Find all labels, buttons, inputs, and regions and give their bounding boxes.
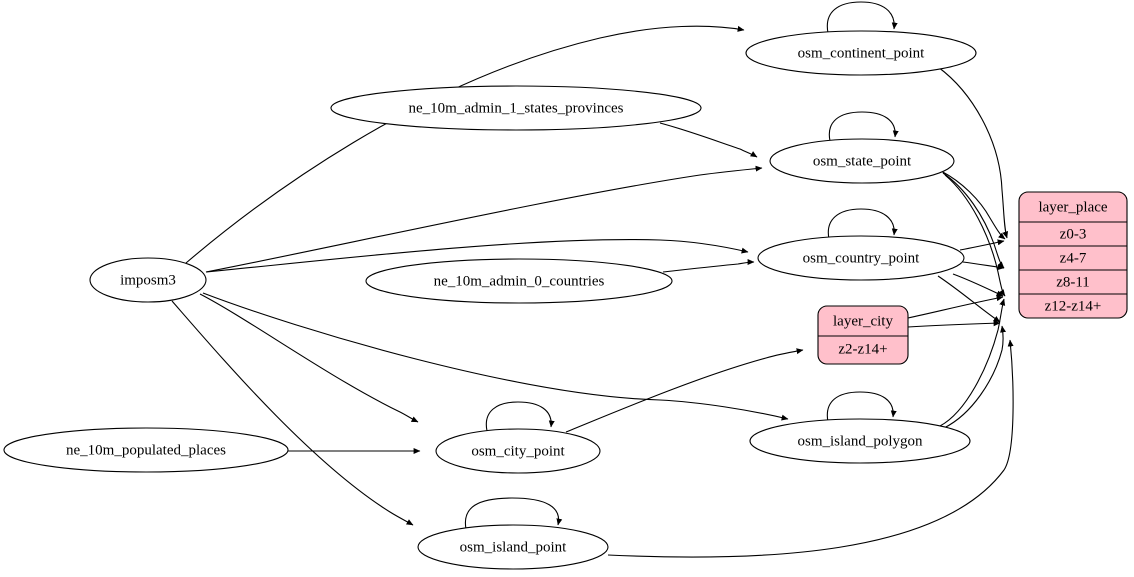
record-node-layer-city[interactable]: layer_city z2-z14+: [817, 305, 909, 365]
edge-imposm3-to-osm-city-point: [199, 293, 419, 423]
edge-imposm3-to-osm-state-point: [205, 165, 763, 273]
edge-layer: [171, 1, 1014, 558]
edge-ne-countries-to-osm-country-point: [662, 259, 755, 273]
record-row-z2-z14[interactable]: z2-z14+: [838, 341, 887, 357]
node-osm-state-point[interactable]: osm_state_point: [769, 138, 955, 184]
node-ne-10m-populated-places[interactable]: ne_10m_populated_places: [3, 427, 289, 473]
node-osm-island-polygon[interactable]: osm_island_polygon: [749, 418, 971, 464]
node-osm-continent-point[interactable]: osm_continent_point: [745, 30, 977, 76]
node-label: imposm3: [120, 272, 176, 288]
edge-osm-country-point-to-layer-place-z0-3: [959, 239, 1005, 251]
edge-osm-continent-point-to-layer-place-z0-3: [937, 66, 1009, 239]
edge-self-loop-osm-state-point: [828, 111, 899, 142]
record-row-title: layer_city: [833, 313, 893, 329]
edge-osm-state-point-to-layer-place-z8-11: [944, 174, 1006, 297]
node-label: osm_island_point: [460, 539, 568, 555]
node-label: ne_10m_admin_1_states_provinces: [409, 100, 624, 116]
record-node-layer-place[interactable]: layer_place z0-3 z4-7 z8-11 z12-z14+: [1018, 191, 1128, 319]
record-row-z0-3[interactable]: z0-3: [1060, 226, 1087, 242]
edge-osm-island-point-to-layer-place-z12-z14: [607, 339, 1014, 558]
edge-osm-island-polygon-to-layer-place-z8-11: [939, 298, 1006, 427]
edge-osm-country-point-to-layer-place-z4-7: [962, 261, 1005, 271]
node-ne-10m-admin-1-states-provinces[interactable]: ne_10m_admin_1_states_provinces: [330, 85, 702, 131]
edge-imposm3-to-osm-island-polygon: [202, 292, 789, 421]
node-layer: imposm3 ne_10m_admin_1_states_provinces …: [3, 30, 1128, 570]
node-label: osm_state_point: [813, 153, 912, 169]
edge-imposm3-to-osm-island-point: [171, 300, 414, 526]
record-row-title: layer_place: [1038, 199, 1107, 215]
node-label: osm_continent_point: [798, 45, 925, 61]
edge-layer-city-to-layer-place-z8-11: [907, 295, 1004, 319]
node-ne-10m-admin-0-countries[interactable]: ne_10m_admin_0_countries: [365, 258, 673, 304]
edge-self-loop-osm-island-point: [464, 497, 563, 530]
node-osm-country-point[interactable]: osm_country_point: [757, 235, 965, 281]
edge-osm-state-point-to-layer-place-z4-7: [942, 172, 1005, 269]
node-label: ne_10m_admin_0_countries: [434, 273, 605, 289]
node-imposm3[interactable]: imposm3: [89, 257, 207, 303]
record-row-z12-z14[interactable]: z12-z14+: [1045, 298, 1102, 314]
edge-self-loop-osm-country-point: [827, 208, 898, 240]
edge-layer-city-to-layer-place-z12-z14: [907, 320, 1001, 328]
edge-self-loop-osm-city-point: [485, 401, 555, 432]
edge-imposm3-to-osm-country-point: [205, 239, 749, 273]
edge-osm-country-point-to-layer-place-z12-z14: [937, 275, 1001, 323]
record-row-z4-7[interactable]: z4-7: [1060, 250, 1087, 266]
node-label: osm_country_point: [803, 250, 920, 266]
edge-osm-city-point-to-layer-city: [565, 348, 804, 433]
edge-osm-country-point-to-layer-place-z8-11: [952, 273, 1004, 297]
edge-imposm3-to-osm-continent-point: [185, 25, 745, 264]
edge-self-loop-osm-island-polygon: [826, 391, 897, 423]
node-osm-city-point[interactable]: osm_city_point: [435, 428, 601, 474]
node-label: osm_city_point: [471, 443, 565, 459]
node-label: osm_island_polygon: [797, 433, 923, 449]
node-osm-island-point[interactable]: osm_island_point: [417, 524, 609, 570]
edge-self-loop-osm-continent-point: [826, 1, 898, 34]
edge-osm-island-polygon-to-layer-place-z12-z14: [943, 325, 1007, 429]
node-label: ne_10m_populated_places: [66, 442, 226, 458]
record-row-z8-11[interactable]: z8-11: [1056, 274, 1090, 290]
edge-ne-states-to-osm-state-point: [659, 122, 758, 158]
edge-osm-state-point-to-layer-place-z0-3: [940, 170, 1006, 240]
